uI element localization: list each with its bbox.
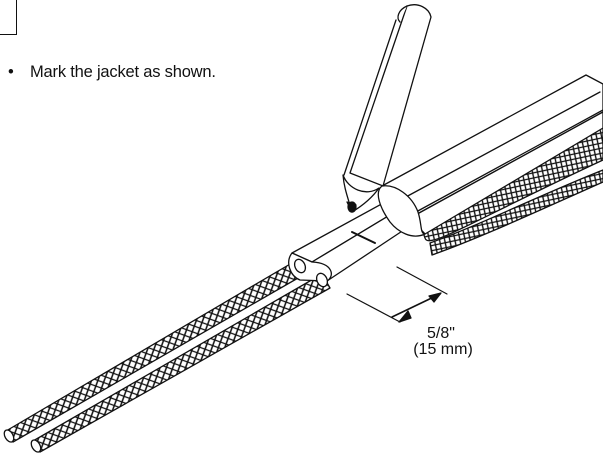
bullet-icon: • [8, 63, 14, 81]
dimension-indicator [346, 266, 448, 323]
conductor-lower [30, 273, 331, 453]
marker-pen [342, 4, 432, 213]
step-frame-corner [0, 0, 17, 35]
conductor-upper [3, 259, 306, 443]
instruction-line: • Mark the jacket as shown. [8, 63, 216, 82]
outer-jacket [377, 74, 603, 237]
dimension-imperial-label: 5/8" [427, 325, 455, 342]
instruction-text: Mark the jacket as shown. [30, 63, 216, 81]
dimension-metric-label: (15 mm) [413, 341, 473, 358]
